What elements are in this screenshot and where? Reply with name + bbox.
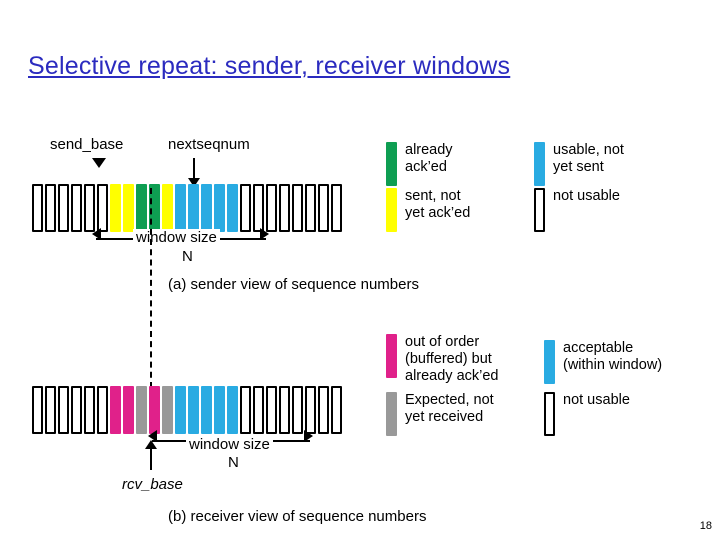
receiver-packet-open xyxy=(318,386,329,434)
receiver-packet-blue xyxy=(227,386,238,434)
legend-item-out-of-order: out of order (buffered) but already ack’… xyxy=(386,334,499,385)
sender-window-arrow-right-icon xyxy=(260,228,269,240)
legend-swatch-yellow xyxy=(386,188,397,232)
legend-label: out of order (buffered) but already ack’… xyxy=(405,334,499,385)
sender-packet-blue xyxy=(188,184,199,232)
legend-label: already ack’ed xyxy=(405,142,453,176)
receiver-window-arrow-right-icon xyxy=(304,430,313,442)
sender-packet-open xyxy=(318,184,329,232)
sender-packet-open xyxy=(331,184,342,232)
sender-packet-open xyxy=(266,184,277,232)
receiver-packet-pink xyxy=(123,386,134,434)
sender-packet-yellow xyxy=(110,184,121,232)
legend-swatch-open xyxy=(534,188,545,232)
receiver-window-size-label: window size xyxy=(186,436,273,453)
legend-label: acceptable (within window) xyxy=(563,340,663,374)
legend-item-usable-not-sent: usable, not yet sent xyxy=(534,142,624,186)
legend-swatch-blue xyxy=(544,340,555,384)
sender-packet-open xyxy=(240,184,251,232)
sender-window-size-n: N xyxy=(182,248,193,265)
receiver-packet-blue xyxy=(175,386,186,434)
receiver-packet-pink xyxy=(110,386,121,434)
receiver-packet-gray xyxy=(136,386,147,434)
rcv-base-arrow-shaft xyxy=(150,448,152,470)
receiver-packet-open xyxy=(305,386,316,434)
nextseqnum-arrow-head-icon xyxy=(188,178,200,187)
sender-packet-blue xyxy=(201,184,212,232)
sender-packet-open xyxy=(253,184,264,232)
label-send-base: send_base xyxy=(50,136,124,153)
sender-window-arrow-left-icon xyxy=(92,228,101,240)
sender-packet-row xyxy=(32,184,342,232)
receiver-packet-open xyxy=(45,386,56,434)
legend-label: not usable xyxy=(563,392,630,408)
legend-label: usable, not yet sent xyxy=(553,142,624,176)
sender-caption: (a) sender view of sequence numbers xyxy=(168,276,419,293)
legend-item-expected-not-received: Expected, not yet received xyxy=(386,392,494,436)
sender-packet-open xyxy=(292,184,303,232)
sender-packet-open xyxy=(279,184,290,232)
legend-item-already-acked: already ack’ed xyxy=(386,142,453,186)
sender-packet-open xyxy=(97,184,108,232)
legend-swatch-green xyxy=(386,142,397,186)
sender-packet-open xyxy=(45,184,56,232)
receiver-packet-open xyxy=(331,386,342,434)
sender-packet-green xyxy=(136,184,147,232)
legend-item-not-usable-receiver: not usable xyxy=(544,392,630,436)
receiver-caption: (b) receiver view of sequence numbers xyxy=(168,508,427,525)
sender-packet-open xyxy=(305,184,316,232)
legend-label: not usable xyxy=(553,188,620,204)
rcv-base-arrow-head-icon xyxy=(145,440,157,449)
send-base-pointer-icon xyxy=(92,158,106,168)
nextseqnum-arrow-shaft xyxy=(193,158,195,180)
legend-item-not-usable-sender: not usable xyxy=(534,188,620,232)
receiver-packet-open xyxy=(253,386,264,434)
receiver-packet-open xyxy=(97,386,108,434)
legend-swatch-open xyxy=(544,392,555,436)
legend-label: sent, not yet ack’ed xyxy=(405,188,471,222)
receiver-packet-open xyxy=(58,386,69,434)
receiver-packet-blue xyxy=(214,386,225,434)
receiver-window-arrow-left-icon xyxy=(148,430,157,442)
receiver-packet-open xyxy=(32,386,43,434)
sender-packet-yellow xyxy=(162,184,173,232)
receiver-packet-open xyxy=(71,386,82,434)
sender-packet-open xyxy=(71,184,82,232)
receiver-packet-row xyxy=(32,386,342,434)
receiver-packet-open xyxy=(292,386,303,434)
sender-packet-green xyxy=(149,184,160,232)
sender-packet-yellow xyxy=(123,184,134,232)
sender-packet-open xyxy=(32,184,43,232)
receiver-packet-open xyxy=(84,386,95,434)
legend-item-sent-not-acked: sent, not yet ack’ed xyxy=(386,188,470,232)
sender-packet-open xyxy=(58,184,69,232)
receiver-packet-blue xyxy=(201,386,212,434)
label-rcv-base: rcv_base xyxy=(122,476,183,493)
receiver-packet-open xyxy=(266,386,277,434)
page-title: Selective repeat: sender, receiver windo… xyxy=(28,52,511,80)
rcv-base-dashed-connector xyxy=(150,188,152,388)
label-nextseqnum: nextseqnum xyxy=(168,136,250,153)
legend-item-acceptable: acceptable (within window) xyxy=(544,340,662,384)
page-number: 18 xyxy=(699,520,712,532)
sender-packet-blue xyxy=(214,184,225,232)
receiver-window-size-n: N xyxy=(228,454,239,471)
sender-window-size-label: window size xyxy=(133,229,220,246)
receiver-packet-gray xyxy=(162,386,173,434)
receiver-packet-pink xyxy=(149,386,160,434)
legend-swatch-blue xyxy=(534,142,545,186)
receiver-packet-open xyxy=(240,386,251,434)
legend-swatch-gray xyxy=(386,392,397,436)
legend-swatch-pink xyxy=(386,334,397,378)
sender-packet-open xyxy=(84,184,95,232)
receiver-packet-blue xyxy=(188,386,199,434)
sender-packet-blue xyxy=(227,184,238,232)
legend-label: Expected, not yet received xyxy=(405,392,494,426)
sender-packet-blue xyxy=(175,184,186,232)
receiver-packet-open xyxy=(279,386,290,434)
